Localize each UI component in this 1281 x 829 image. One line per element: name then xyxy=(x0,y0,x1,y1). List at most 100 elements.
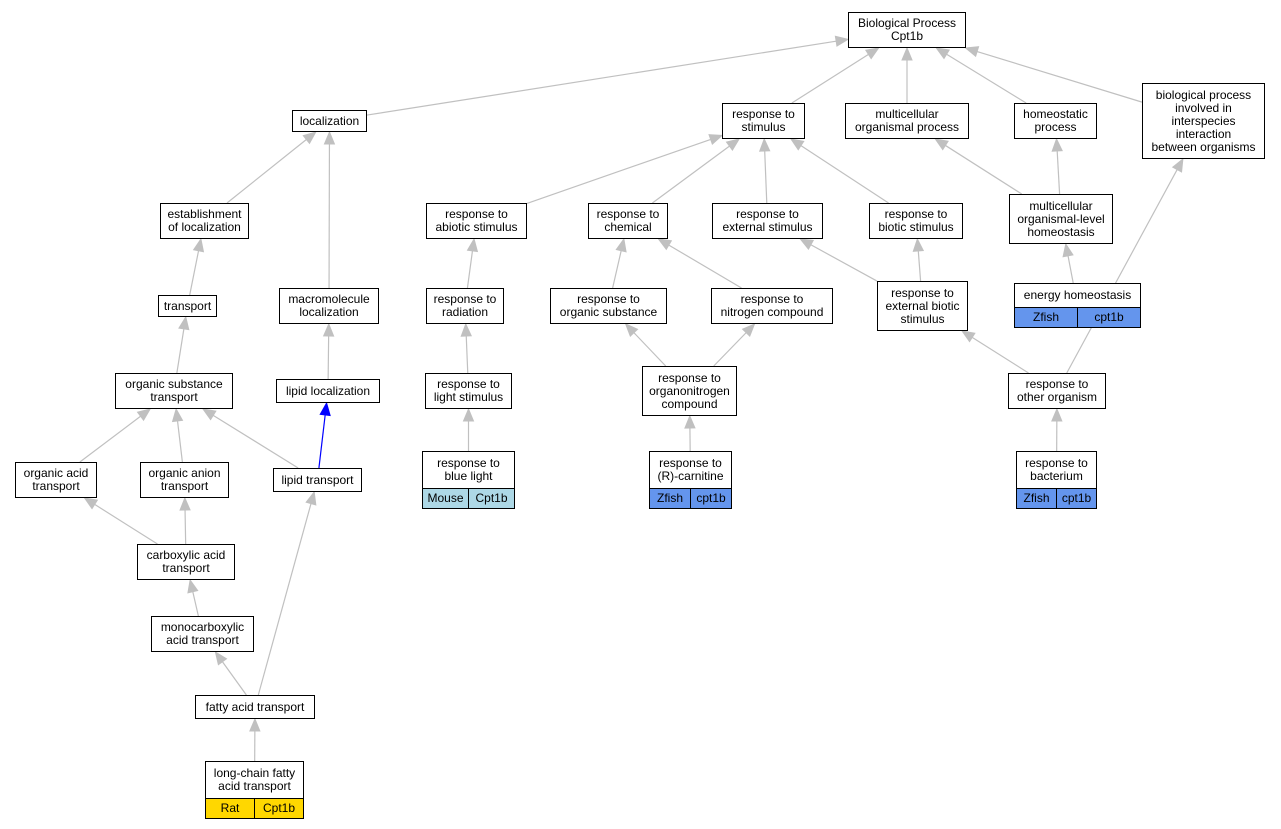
edge-oant-ost xyxy=(176,420,183,463)
edge-mcat-cat xyxy=(192,591,199,617)
edge-fat-mcat xyxy=(221,661,247,696)
node-label: response to bacterium xyxy=(1025,456,1088,483)
arrowhead-cat-oant xyxy=(179,496,191,511)
node-label: Biological Process Cpt1b xyxy=(857,16,957,43)
node-cat[interactable]: carboxylic acid transport xyxy=(137,544,235,580)
arrowhead-rts-bp xyxy=(864,47,880,60)
node-fat[interactable]: fatty acid transport xyxy=(195,695,315,719)
node-label: response to abiotic stimulus xyxy=(435,207,518,234)
edge-eh-moh xyxy=(1067,255,1074,284)
node-label: macromolecule localization xyxy=(288,292,370,319)
node-label: response to external stimulus xyxy=(722,207,813,234)
node-oat[interactable]: organic acid transport xyxy=(15,462,97,498)
node-label: response to external biotic stimulus xyxy=(885,285,960,326)
node-label: response to organic substance xyxy=(559,292,658,319)
arrowhead-rebs-rbs xyxy=(912,237,925,252)
node-ll[interactable]: lipid localization xyxy=(276,379,380,403)
arrowhead-rbl-rls xyxy=(462,407,475,422)
node-ros[interactable]: response to organic substance xyxy=(550,288,667,324)
node-label: response to blue light xyxy=(437,456,500,483)
edge-rnc-rch xyxy=(668,244,742,289)
arrowhead-rls-rrad xyxy=(460,322,473,337)
arrowhead-rnc-rch xyxy=(657,238,673,251)
arrowhead-tr-eol xyxy=(192,237,205,253)
node-label: organic anion transport xyxy=(148,466,221,493)
node-rebs[interactable]: response to external biotic stimulus xyxy=(877,281,968,331)
node-res[interactable]: response to external stimulus xyxy=(712,203,823,239)
arrowhead-mml-loc xyxy=(323,130,336,145)
node-rbs[interactable]: response to biotic stimulus xyxy=(869,203,963,239)
node-label: homeostatic process xyxy=(1023,107,1088,134)
node-rrad[interactable]: response to radiation xyxy=(426,288,504,324)
node-oant[interactable]: organic anion transport xyxy=(140,462,229,498)
node-label: lipid localization xyxy=(285,383,371,398)
edge-tr-eol xyxy=(189,250,200,296)
gene-tag: Cpt1b xyxy=(254,799,303,818)
node-ronc[interactable]: response to organonitrogen compound xyxy=(642,366,737,416)
edge-rts-bp xyxy=(791,53,869,104)
node-hp[interactable]: homeostatic process xyxy=(1014,103,1097,139)
gene-tag: cpt1b xyxy=(1077,308,1140,327)
arrowhead-res-rts xyxy=(758,137,771,152)
node-label: response to organonitrogen compound xyxy=(649,370,730,411)
node-bp[interactable]: Biological Process Cpt1b xyxy=(848,12,966,48)
arrowhead-rbs-rts xyxy=(789,138,805,151)
arrowhead-cat-oat xyxy=(83,497,99,510)
edge-roo-bpi xyxy=(1066,169,1178,374)
node-rts[interactable]: response to stimulus xyxy=(722,103,805,139)
node-bpi[interactable]: biological process involved in interspec… xyxy=(1142,83,1265,159)
edge-lt-ll xyxy=(318,414,326,469)
edge-ost-tr xyxy=(176,328,185,374)
node-loc[interactable]: localization xyxy=(292,110,367,132)
node-roo[interactable]: response to other organism xyxy=(1008,373,1106,409)
node-label: multicellular organismal process xyxy=(854,107,960,134)
node-label: response to (R)-carnitine xyxy=(657,456,724,483)
node-mml[interactable]: macromolecule localization xyxy=(279,288,379,324)
arrowhead-eol-loc xyxy=(302,131,317,145)
arrowhead-loc-bp xyxy=(834,35,850,47)
arrowhead-roo-rebs xyxy=(960,330,976,343)
arrowhead-oat-ost xyxy=(136,408,152,422)
node-rnc[interactable]: response to nitrogen compound xyxy=(711,288,833,324)
edge-res-rts xyxy=(764,150,768,204)
node-label: multicellular organismal-level homeostas… xyxy=(1017,198,1105,239)
edge-rch-rts xyxy=(652,145,730,204)
edge-oat-ost xyxy=(79,415,141,463)
arrowhead-fat-mcat xyxy=(214,650,228,666)
node-mop[interactable]: multicellular organismal process xyxy=(845,103,969,139)
node-label: monocarboxylic acid transport xyxy=(160,620,245,647)
arrowhead-rebs-res xyxy=(799,238,815,251)
node-ras[interactable]: response to abiotic stimulus xyxy=(426,203,527,239)
node-eol[interactable]: establishment of localization xyxy=(160,203,249,239)
arrowhead-ronc-ros xyxy=(624,323,639,338)
node-rls[interactable]: response to light stimulus xyxy=(425,373,512,409)
node-tr[interactable]: transport xyxy=(158,295,217,317)
edge-loc-bp xyxy=(366,40,837,116)
node-ost[interactable]: organic substance transport xyxy=(115,373,233,409)
edge-bpi-bp xyxy=(976,50,1143,103)
arrowhead-hp-bp xyxy=(935,47,951,60)
node-label: lipid transport xyxy=(281,472,354,487)
arrowhead-ll-mml xyxy=(322,322,335,337)
node-moh[interactable]: multicellular organismal-level homeostas… xyxy=(1009,194,1113,244)
arrowhead-oant-ost xyxy=(171,407,184,423)
arrowhead-fat-lt xyxy=(305,490,317,506)
node-rch[interactable]: response to chemical xyxy=(588,203,668,239)
arrowhead-bpi-bp xyxy=(964,46,980,58)
edge-cat-oat xyxy=(94,503,158,545)
arrowhead-moh-mop xyxy=(934,138,949,151)
node-mcat[interactable]: monocarboxylic acid transport xyxy=(151,616,254,652)
node-lt[interactable]: lipid transport xyxy=(273,468,362,492)
arrowhead-rch-rts xyxy=(725,138,741,152)
arrowhead-lcfat-fat xyxy=(249,717,261,732)
